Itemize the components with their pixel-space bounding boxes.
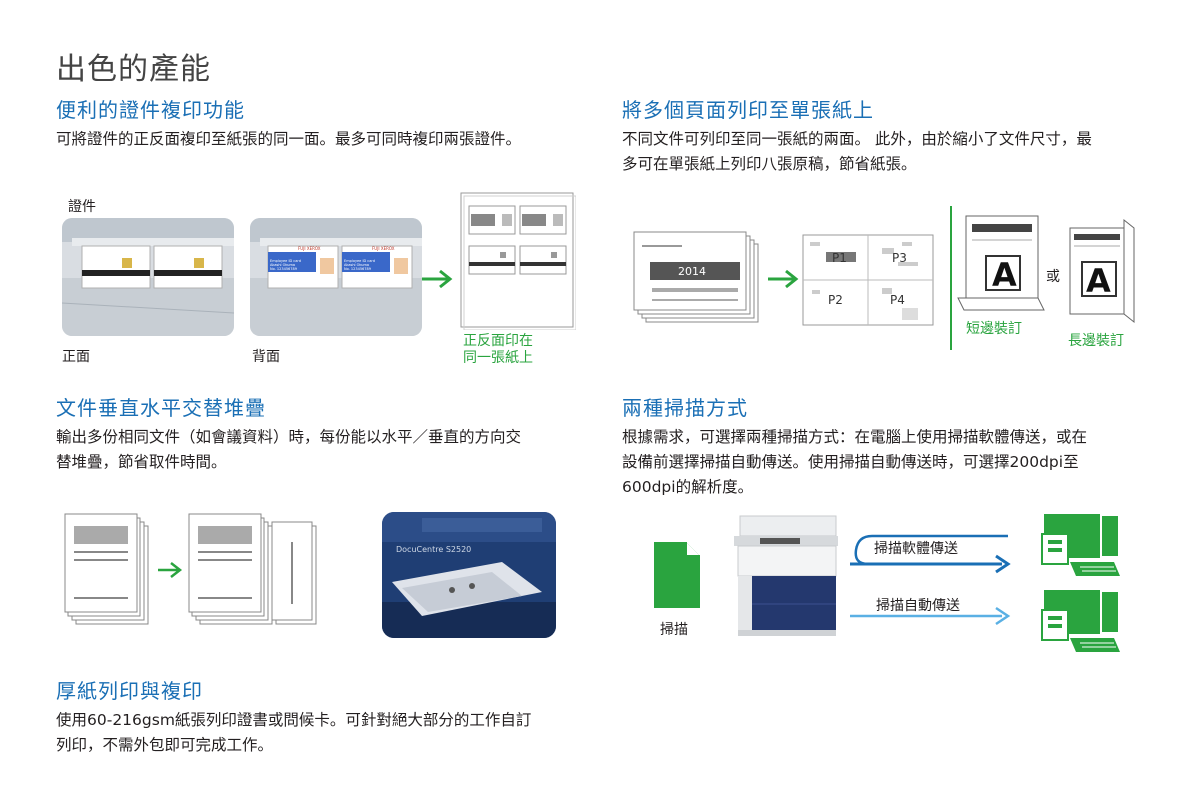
machine-output-photo: DocuCentre S2520 [382,512,556,638]
stack-portrait-image [64,513,149,625]
page-label-p2: P2 [828,293,843,307]
card-brand-2: FUJI XEROX [372,246,395,251]
label-short-edge: 短邊裝訂 [966,321,1022,337]
card-brand-1: FUJI XEROX [298,246,321,251]
long-edge-binding-image: A [1069,218,1135,324]
scan-body-line1: 根據需求，可選擇兩種掃描方式：在電腦上使用掃描軟體傳送，或在 [622,428,1088,446]
four-up-sheet-image: P1 P3 P2 P4 [802,234,934,326]
section-body-offset: 輸出多份相同文件（如會議資料）時，每份能以水平／垂直的方向交 替堆疊，節省取件時… [56,425,596,475]
label-front: 正面 [62,349,90,365]
label-or: 或 [1046,269,1060,285]
card-line-2b: Akashi Okuma [344,263,369,267]
section-body-scan: 根據需求，可選擇兩種掃描方式：在電腦上使用掃描軟體傳送，或在 設備前選擇掃描自動… [622,425,1162,500]
scan-flow-arrows [850,534,1011,626]
card-line-3: No. 123456789 [270,267,297,271]
label-id-card: 證件 [68,199,96,215]
label-scan-method-2: 掃描自動傳送 [876,598,960,614]
divider-line [950,206,952,350]
n-up-body-line2: 多可在單張紙上列印八張原稿，節省紙張。 [622,155,917,173]
arrow-right-icon [768,269,799,289]
label-back: 背面 [252,349,280,365]
card-line-3b: No. 123456789 [344,267,371,271]
label-result-line2: 同一張紙上 [463,350,533,366]
n-up-body-line1: 不同文件可列印至同一張紙的兩面。 此外，由於縮小了文件尺寸，最 [622,130,1092,148]
short-edge-binding-image: A [957,215,1045,311]
arrow-right-icon [422,269,453,289]
section-body-thick-paper: 使用60-216gsm紙張列印證書或問候卡。可針對絕大部分的工作自訂 列印，不需… [56,708,616,758]
card-line-2: Akashi Okuma [270,263,295,267]
machine-model-label: DocuCentre S2520 [396,545,471,554]
section-heading-id-copy: 便利的證件複印功能 [56,98,245,122]
letter-a-short: A [992,256,1017,294]
section-body-n-up: 不同文件可列印至同一張紙的兩面。 此外，由於縮小了文件尺寸，最 多可在單張紙上列… [622,127,1162,177]
document-icon [654,542,700,608]
page-label-p4: P4 [890,293,905,307]
computer-icon [1041,590,1120,652]
scan-body-line3: 600dpi的解析度。 [622,478,754,496]
computer-icon [1041,514,1120,576]
offset-body-line2: 替堆疊，節省取件時間。 [56,453,227,471]
page-label-p3: P3 [892,251,907,265]
multifunction-printer-image [734,515,838,636]
arrow-right-icon [158,562,183,578]
offset-body-line1: 輸出多份相同文件（如會議資料）時，每份能以水平／垂直的方向交 [56,428,522,446]
label-result: 正反面印在 同一張紙上 [463,333,533,367]
label-long-edge: 長邊裝訂 [1068,333,1124,349]
scan-body-line2: 設備前選擇掃描自動傳送。使用掃描自動傳送時，可選擇200dpi至 [622,453,1079,471]
page-title: 出色的產能 [56,52,211,87]
label-scan-method-1: 掃描軟體傳送 [874,541,958,557]
section-body-id-copy: 可將證件的正反面複印至紙張的同一面。最多可同時複印兩張證件。 [56,130,522,148]
thick-body-line1: 使用60-216gsm紙張列印證書或問候卡。可針對絕大部分的工作自訂 [56,711,532,729]
document-year: 2014 [678,265,706,278]
page-label-p1: P1 [832,251,847,265]
section-heading-thick-paper: 厚紙列印與複印 [56,679,203,703]
label-result-line1: 正反面印在 [463,333,533,349]
scanner-back-image: FUJI XEROX FUJI XEROX Employee ID card A… [250,218,422,336]
card-line-1: Employee ID card [270,259,301,263]
document-stack-image: 2014 [633,231,759,323]
section-heading-offset: 文件垂直水平交替堆疊 [56,396,266,420]
letter-a-long: A [1086,262,1111,300]
label-scan: 掃描 [660,622,688,638]
section-heading-scan: 兩種掃描方式 [622,396,748,420]
card-line-1b: Employee ID card [344,259,375,263]
section-heading-n-up: 將多個頁面列印至單張紙上 [622,98,874,122]
stack-alternating-image [188,513,317,625]
result-sheet-image [460,192,576,330]
scanner-front-image [62,218,234,336]
thick-body-line2: 列印，不需外包即可完成工作。 [56,736,274,754]
